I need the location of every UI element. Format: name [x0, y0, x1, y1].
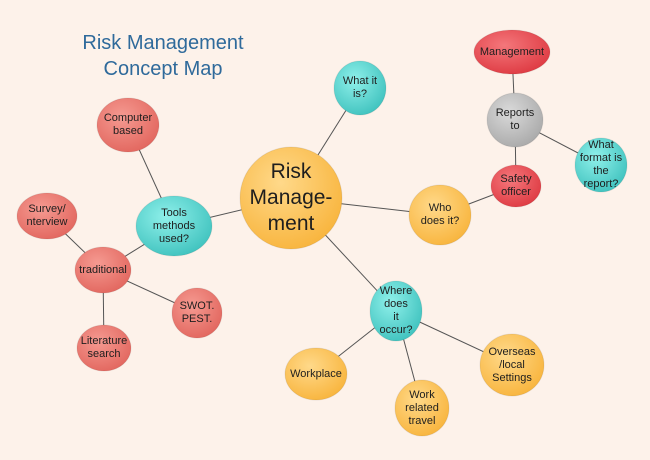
node-management-shape [473, 29, 551, 75]
diagram-title: Risk Management Concept Map [48, 30, 278, 82]
title-line-2: Concept Map [103, 58, 223, 80]
node-overseas-shape [479, 333, 545, 397]
node-reports-shape [486, 92, 544, 148]
node-computer-shape [96, 97, 160, 153]
node-safety-shape [490, 164, 542, 208]
node-where-shape [369, 280, 423, 342]
node-center-shape [239, 146, 343, 250]
node-what-shape [333, 60, 387, 116]
node-swot-shape [171, 287, 223, 339]
node-who-shape [408, 184, 472, 246]
node-workplace-shape [284, 347, 348, 401]
node-travel-shape [394, 379, 450, 437]
node-tools-shape [135, 195, 213, 257]
concept-nodes [16, 29, 628, 437]
title-line-1: Risk Management [82, 32, 244, 54]
node-survey-shape [16, 192, 78, 240]
node-literature-shape [76, 324, 132, 372]
node-format-shape [574, 137, 628, 193]
node-traditional-shape [74, 246, 132, 294]
